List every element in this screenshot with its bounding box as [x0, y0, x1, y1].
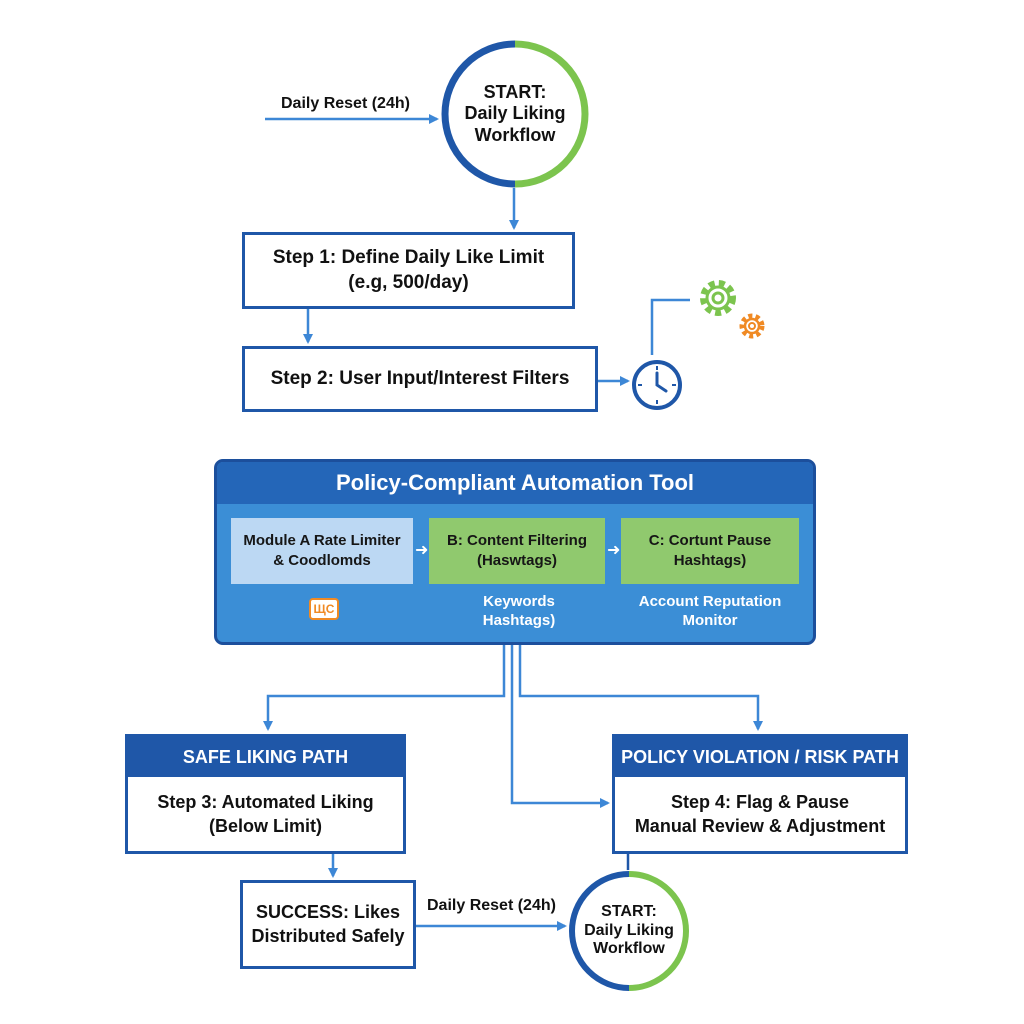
step2-box: Step 2: User Input/Interest Filters: [242, 346, 598, 412]
module-c-line1: C: Cortunt Pause: [648, 531, 772, 549]
gears-icon: [700, 280, 765, 339]
module-a-badge-icon: ЩС: [309, 598, 339, 620]
step1-line1: Step 1: Define Daily Like Limit: [272, 246, 545, 268]
reputation-monitor-caption: Account Reputation Monitor: [621, 593, 799, 631]
module-a-rate-limiter: Module A Rate Limiter & Coodlomds: [231, 518, 413, 584]
gear-large-icon: [700, 280, 736, 316]
safe-path-header: SAFE LIKING PATH: [128, 737, 403, 777]
module-b-content-filtering: B: Content Filtering (Haswtags): [429, 518, 605, 584]
module-a-line2: & Coodlomds: [273, 552, 371, 569]
daily-reset-label-top: Daily Reset (24h): [281, 95, 410, 112]
start-bottom-line1: START:: [601, 902, 657, 920]
module-b-line1: B: Content Filtering: [447, 531, 587, 549]
gear-small-icon: [739, 313, 765, 339]
success-box: SUCCESS: Likes Distributed Safely: [240, 880, 416, 969]
step3-line2: (Below Limit): [209, 816, 322, 836]
daily-reset-label-bottom: Daily Reset (24h): [427, 897, 556, 914]
automation-tool-panel: Policy-Compliant Automation Tool Module …: [214, 459, 816, 645]
module-a-to-b-arrow: ➜: [415, 542, 429, 559]
arrow-tool-to-risk: [518, 645, 763, 731]
keywords-caption: Keywords Hashtags): [449, 593, 589, 631]
start-top-line2: Daily Liking: [464, 103, 566, 124]
step1-line2: (e.g, 500/day): [348, 271, 469, 293]
start-top-line3: Workflow: [474, 124, 556, 145]
module-c-line2: Hashtags): [673, 552, 747, 569]
module-b-line2: (Haswtags): [476, 552, 558, 569]
keywords-line1: Keywords: [483, 593, 555, 610]
start-ring-top: [441, 40, 589, 188]
start-bottom-line2: Daily Liking: [584, 921, 674, 939]
module-c-pause: C: Cortunt Pause Hashtags): [621, 518, 799, 584]
monitor-line2: Monitor: [682, 611, 738, 629]
arrow-tool-to-safe: [263, 645, 506, 731]
tool-title: Policy-Compliant Automation Tool: [217, 462, 813, 504]
start-node-top: START: Daily Liking Workflow: [441, 40, 589, 188]
risk-path-box: POLICY VIOLATION / RISK PATH Step 4: Fla…: [612, 734, 908, 854]
start-bottom-line3: Workflow: [593, 940, 665, 958]
start-node-bottom: START: Daily Liking Workflow: [568, 870, 690, 992]
success-line2: Distributed Safely: [251, 925, 405, 946]
step4-line1: Step 4: Flag & Pause: [670, 791, 850, 812]
keywords-line2: Hashtags): [482, 611, 556, 629]
risk-path-header: POLICY VIOLATION / RISK PATH: [615, 737, 905, 777]
risk-path-body: Step 4: Flag & Pause Manual Review & Adj…: [615, 777, 905, 851]
success-line1: SUCCESS: Likes: [255, 902, 401, 923]
module-b-to-c-arrow: ➜: [607, 542, 621, 559]
monitor-line1: Account Reputation: [638, 593, 782, 610]
arrow-tool-to-risk-step: [510, 645, 610, 808]
step2-label: Step 2: User Input/Interest Filters: [270, 367, 570, 389]
start-ring-bottom: [569, 871, 689, 991]
safe-path-body: Step 3: Automated Liking (Below Limit): [128, 777, 403, 851]
line-clock-to-gears: [650, 298, 690, 355]
step4-line2: Manual Review & Adjustment: [634, 816, 886, 836]
module-a-line1: Module A Rate Limiter: [243, 531, 401, 549]
start-top-line1: START:: [483, 82, 547, 103]
clock-icon: [632, 360, 682, 410]
safe-liking-path-box: SAFE LIKING PATH Step 3: Automated Likin…: [125, 734, 406, 854]
step1-box: Step 1: Define Daily Like Limit (e.g, 50…: [242, 232, 575, 309]
step3-line1: Step 3: Automated Liking: [157, 791, 374, 812]
